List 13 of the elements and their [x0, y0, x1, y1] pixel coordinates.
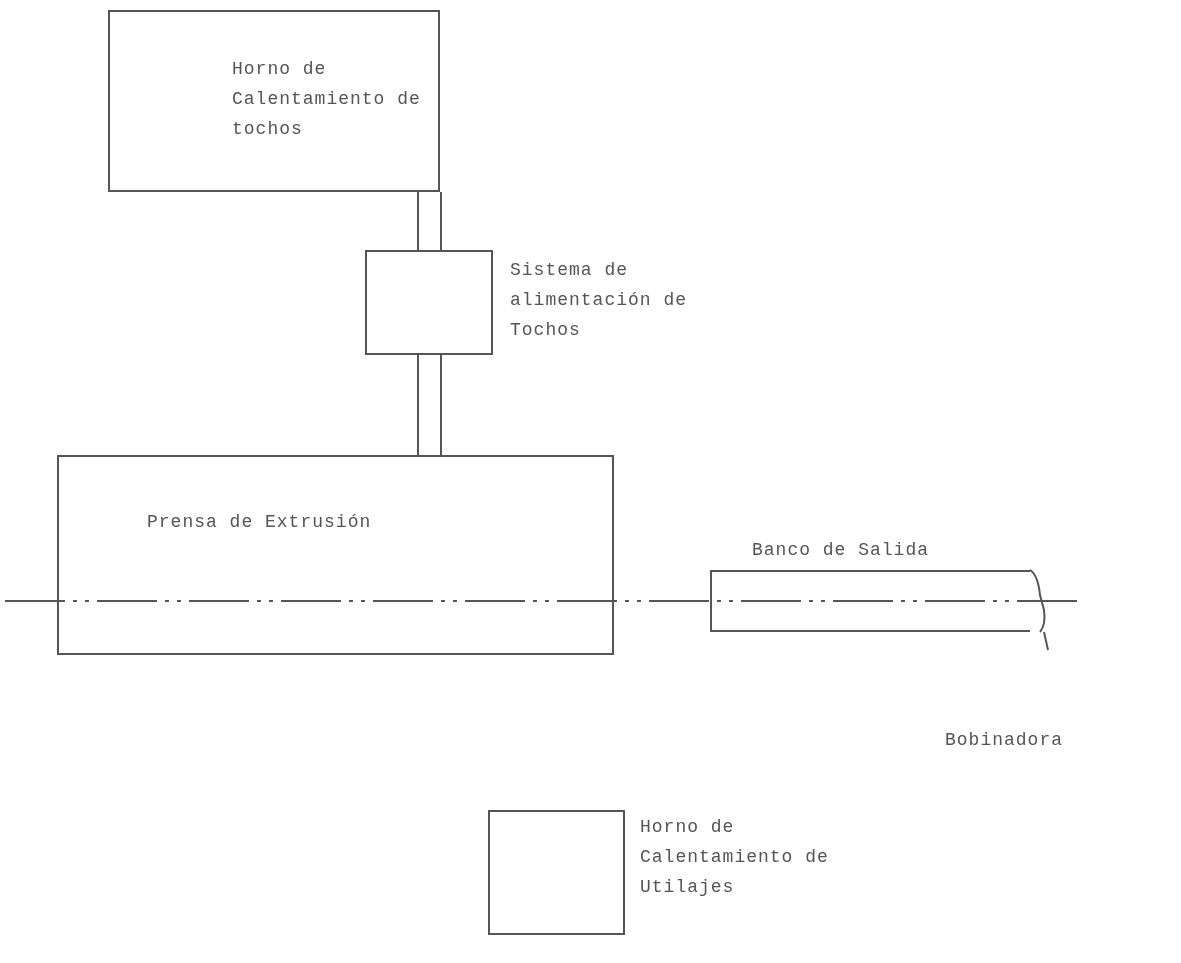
- node-label: Horno de Calentamiento de tochos: [232, 58, 422, 141]
- node-label: Prensa de Extrusión: [147, 511, 373, 534]
- press-box: [57, 455, 614, 655]
- feeder-box: [365, 250, 493, 355]
- furnace-box: [488, 810, 625, 935]
- conveyor-connector: [417, 191, 442, 251]
- furnace-box: [108, 10, 440, 192]
- equipment-label: Bobinadora: [945, 729, 1064, 752]
- runout-table-box: [710, 570, 1030, 632]
- equipment-label: Banco de Salida: [752, 539, 931, 562]
- equipment-label: Horno de Calentamiento de Utilajes: [640, 816, 830, 899]
- equipment-label: Sistema de alimentación de Tochos: [510, 259, 689, 342]
- conveyor-connector: [417, 354, 442, 456]
